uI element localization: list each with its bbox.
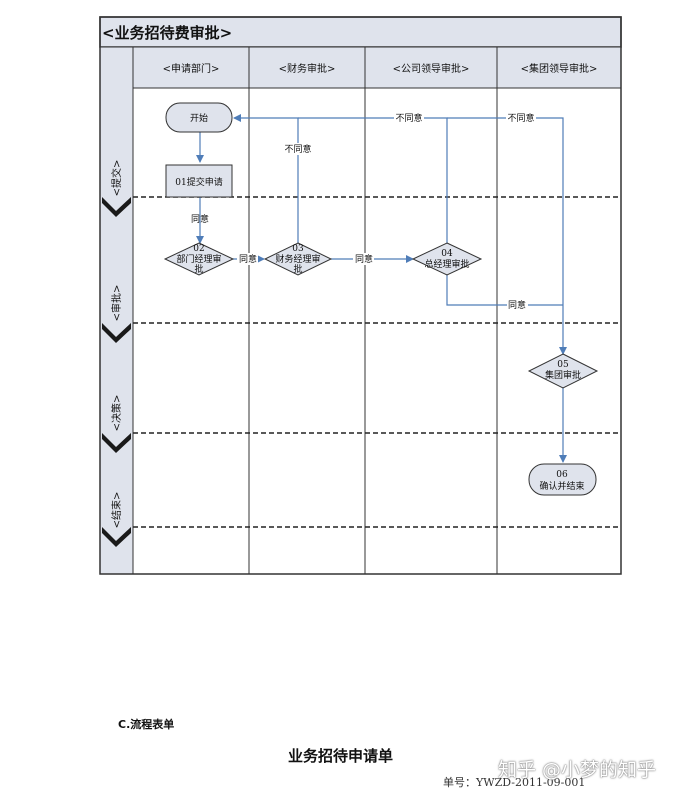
edge-label-bg (394, 112, 424, 124)
column-label-applicant: <申请部门> (163, 62, 220, 75)
node-02-num: 02 (193, 244, 204, 254)
node-06-num: 06 (556, 470, 568, 480)
node-03-finance-manager (263, 242, 333, 276)
node-02-label-line2: 批 (194, 263, 203, 275)
node-05-group-approval (527, 353, 599, 389)
form-number: 单号：YWZD-2011-09-001 (443, 776, 586, 789)
swimlane-body (132, 87, 622, 575)
node-05-num: 05 (557, 360, 569, 370)
row-chevron (102, 527, 131, 547)
node-03-label-line2: 批 (293, 263, 302, 275)
edge-05-reject (447, 117, 567, 355)
row-chevron (102, 323, 131, 343)
row-label-end: <结束> (110, 492, 123, 529)
node-start-label: 开始 (190, 112, 208, 124)
row-header-band (99, 46, 134, 575)
node-05-label: 集团审批 (545, 369, 581, 381)
node-03-num: 03 (292, 244, 304, 254)
row-label-submit: <提交> (110, 160, 123, 197)
node-04-label: 总经理审批 (424, 258, 469, 270)
diagram-title: <业务招待费审批> (102, 24, 232, 42)
section-title: C.流程表单 (118, 718, 175, 731)
row-label-review: <审批> (110, 285, 123, 322)
node-04-general-manager (411, 242, 483, 276)
node-01-label: 01提交申请 (175, 176, 222, 188)
edge-label-disagree: 不同意 (284, 143, 311, 155)
row-chevron (102, 433, 131, 453)
node-start (165, 102, 233, 133)
flowchart-diagram: <业务招待费审批> <申请部门> <财务审批> <公司领导审批> <集团领导审批… (99, 16, 622, 575)
column-label-finance: <财务审批> (279, 62, 336, 75)
row-label-decision: <决策> (110, 395, 123, 432)
node-03-label: 财务经理审 (275, 253, 320, 265)
diagram-frame (99, 16, 622, 575)
node-04-num: 04 (441, 249, 453, 259)
column-label-group-lead: <集团领导审批> (521, 62, 598, 75)
form-title: 业务招待申请单 (287, 747, 393, 765)
node-06-confirm-end (528, 463, 597, 496)
edge-label-agree: 同意 (239, 253, 257, 265)
node-02-label: 部门经理审 (176, 253, 221, 265)
node-06-label: 确认并结束 (539, 480, 584, 492)
edge-label-disagree: 不同意 (507, 112, 534, 124)
edge-label-bg (353, 253, 374, 265)
watermark: 知乎 @小梦的知乎 (498, 759, 657, 781)
edge-label-agree: 同意 (508, 299, 526, 311)
edge-label-agree: 同意 (191, 213, 209, 225)
row-chevron (102, 197, 131, 217)
column-header-bar (132, 46, 622, 89)
edge-label-bg (506, 112, 536, 124)
node-02-dept-manager (163, 242, 235, 276)
edge-label-bg (507, 299, 528, 311)
column-label-company-lead: <公司领导审批> (393, 62, 470, 75)
edge-label-bg (283, 143, 313, 155)
node-01-submit (165, 164, 233, 198)
edge-label-agree: 同意 (355, 253, 373, 265)
edge-label-disagree: 不同意 (395, 112, 422, 124)
edge-label-bg (237, 253, 258, 265)
